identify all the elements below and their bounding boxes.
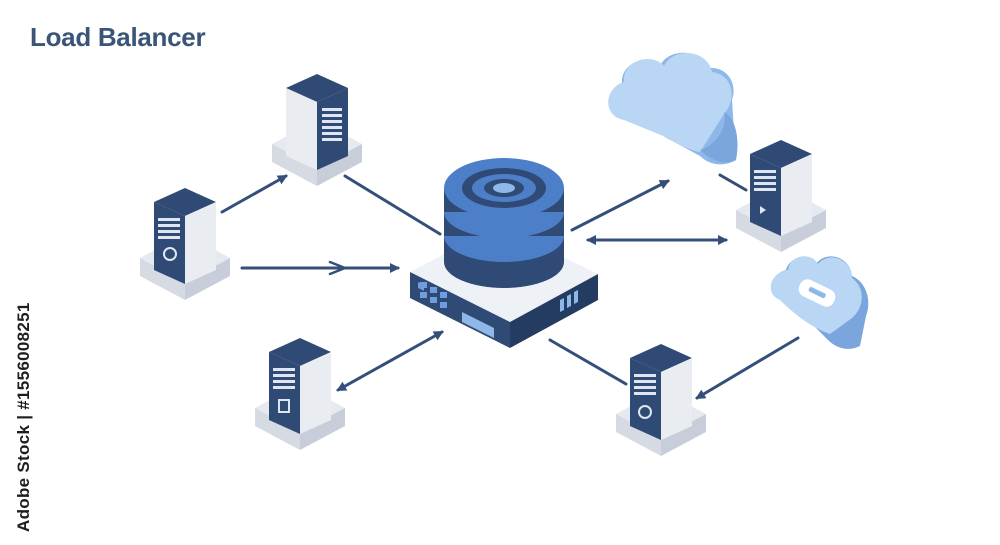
arrow-cloud-to-bottom-right: [695, 336, 800, 400]
connectors: [220, 173, 800, 400]
arrow-left-to-top-server: [220, 174, 288, 214]
server-top: [272, 74, 362, 186]
arrow-balancer-to-cloud: [570, 179, 670, 232]
line-top-server-to-balancer: [343, 174, 442, 236]
line-balancer-to-bottom-right: [548, 338, 628, 386]
arrow-balancer-bottom-left: [336, 330, 444, 392]
arrow-mid-marker: [328, 260, 349, 276]
line-cloud-to-right-server: [718, 173, 748, 192]
server-bottom-right: [616, 344, 706, 456]
server-bottom-left: [255, 338, 345, 450]
cloud-large: [608, 52, 738, 165]
load-balancer-hub: [410, 158, 598, 348]
server-right: [736, 140, 826, 252]
diagram-title: Load Balancer: [30, 22, 206, 52]
cloud-small: [770, 256, 869, 349]
server-left: [140, 188, 230, 300]
